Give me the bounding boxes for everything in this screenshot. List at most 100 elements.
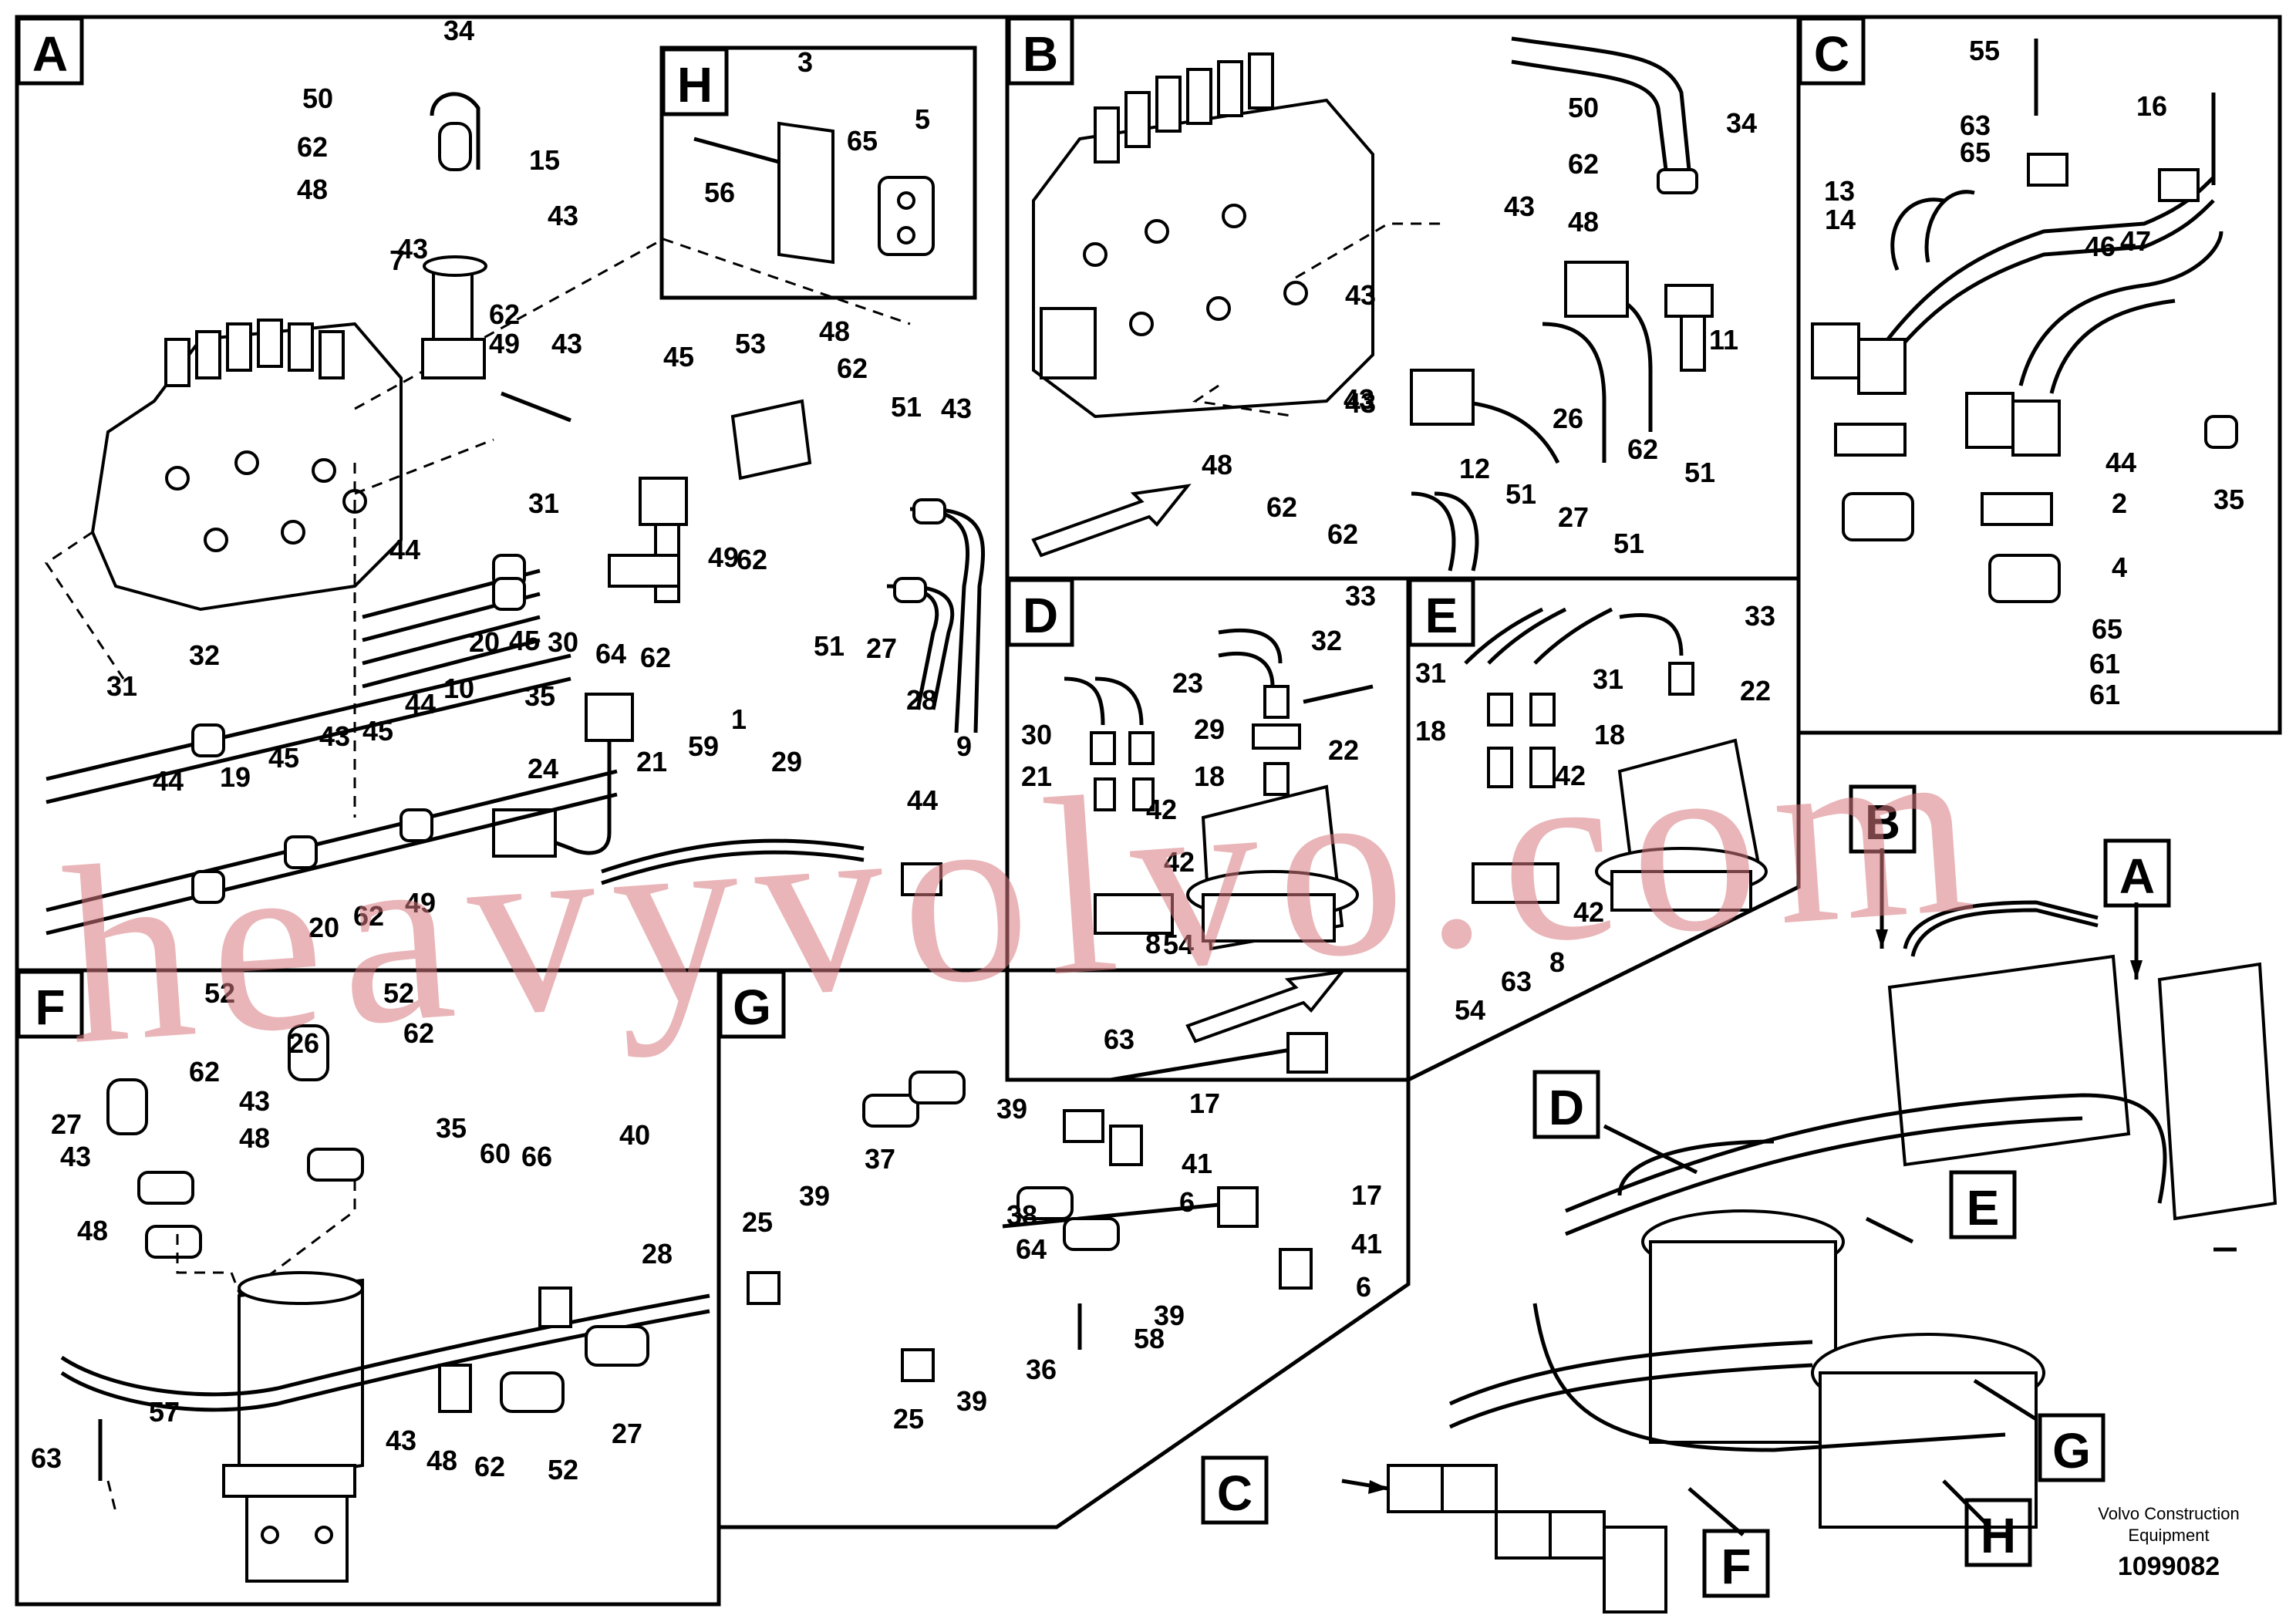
section-letter-h: H [677,57,713,113]
callout-g-14: 36 [1026,1354,1057,1385]
callout-d-5: 30 [1021,719,1052,750]
callout-a-9: 49 [489,328,520,359]
overview-label-c: C [1217,1465,1253,1521]
callout-a-30: 28 [906,684,937,716]
section-letter-d: D [1023,588,1058,643]
overview-label-f: F [1721,1539,1751,1594]
callout-e-3: 31 [1593,663,1623,695]
callout-h-1: 3 [797,46,813,78]
callout-e-1: 33 [1745,600,1775,632]
callout-g-15: 58 [1134,1323,1165,1354]
callout-d-3: 23 [1172,667,1203,699]
callout-b-8: 43 [1344,383,1374,415]
callout-a-23: 44 [405,688,436,720]
callout-d-10: 42 [1164,846,1195,878]
callout-f-6: 43 [239,1085,270,1117]
section-f-drawing [60,1024,710,1583]
callout-e-10: 54 [1455,994,1485,1026]
callout-a-5: 43 [548,200,578,231]
callout-g-3: 37 [865,1143,895,1175]
section-g-drawing [747,1032,1328,1382]
callout-g-7: 64 [1016,1233,1047,1265]
callout-a-43: 35 [524,680,555,712]
section-letter-c: C [1814,26,1849,82]
callout-c-3: 65 [1960,137,1991,168]
callout-f-10: 35 [436,1112,467,1144]
callout-e-11: 63 [1501,966,1532,997]
callout-a-4: 48 [297,174,328,205]
callout-d-7: 21 [1021,760,1052,792]
section-letter-b: B [1023,26,1058,82]
callout-a-3: 62 [297,131,328,163]
callout-b-19: 51 [1613,528,1644,559]
callout-a-10: 43 [551,328,582,359]
callout-f-14: 48 [77,1215,108,1246]
callout-d-1: 33 [1345,580,1376,612]
callout-a-27: 62 [737,544,767,575]
callout-e-9: 8 [1549,946,1565,978]
callout-g-17: 39 [956,1385,987,1417]
overview-label-e: E [1967,1180,2000,1236]
callout-c-13: 65 [2092,613,2122,645]
callout-a-11: 7 [389,244,405,276]
callout-b-4: 43 [1504,191,1535,222]
callout-f-20: 62 [474,1451,505,1482]
callout-g-5: 38 [1006,1199,1037,1231]
callout-a-45: 29 [771,746,802,777]
footer: Volvo Construction Equipment 1099082 [2098,1504,2239,1581]
callout-e-5: 18 [1415,715,1446,747]
callout-f-3: 26 [288,1027,319,1059]
callout-c-6: 14 [1825,204,1856,235]
callout-b-6: 43 [1345,279,1376,311]
callout-a-33: 59 [688,730,719,762]
section-b-drawing [1031,36,1714,572]
callout-a-16: 43 [941,393,972,424]
callout-f-19: 48 [426,1445,457,1476]
callout-c-8: 47 [2120,225,2151,257]
section-c-drawing [1811,39,2238,603]
callout-a-2: 50 [302,83,333,114]
callout-b-1: 50 [1568,92,1599,123]
callout-g-12: 39 [1154,1300,1185,1331]
overview-label-b: B [1865,794,1900,850]
section-e-drawing [1464,607,1768,912]
callout-g-9: 39 [799,1180,830,1212]
callout-a-42: 45 [362,715,393,747]
callout-a-29: 27 [866,632,897,664]
callout-a-24: 10 [443,673,474,704]
overview-label-h: H [1981,1508,2016,1563]
callout-g-4: 41 [1182,1148,1212,1179]
section-letter-f: F [35,980,65,1035]
callout-a-25: 62 [640,642,671,673]
callout-a-41: 43 [319,720,350,752]
callout-b-3: 62 [1568,148,1599,180]
callout-a-13: 48 [819,315,850,347]
overview-label-g: G [2052,1423,2091,1479]
callout-d-4: 22 [1328,734,1359,766]
callout-f-1: 52 [204,977,235,1009]
callout-f-7: 27 [51,1108,82,1140]
callout-a-36: 32 [189,639,220,671]
callout-f-15: 28 [642,1238,673,1270]
overview-label-d: D [1549,1080,1584,1135]
callout-a-32: 64 [595,638,626,669]
callout-a-31: 9 [956,730,972,762]
callout-h-2: 65 [847,125,878,157]
callout-a-20: 20 [469,626,500,658]
callout-g-16: 25 [893,1403,924,1435]
callout-c-2: 63 [1960,110,1991,141]
callout-h-4: 56 [704,177,735,208]
callout-a-47: 20 [308,912,339,943]
section-d-drawing [1064,628,1374,1044]
callout-f-21: 52 [548,1454,578,1485]
callout-e-6: 18 [1594,719,1625,750]
callout-c-12: 4 [2112,551,2127,583]
callout-a-22: 30 [548,626,578,658]
callout-d-13: 63 [1104,1023,1135,1055]
callout-b-15: 62 [1266,491,1297,523]
callout-c-10: 35 [2213,484,2244,515]
callout-a-37: 31 [106,670,137,702]
callout-e-8: 42 [1573,896,1604,928]
callout-f-12: 66 [521,1141,552,1172]
